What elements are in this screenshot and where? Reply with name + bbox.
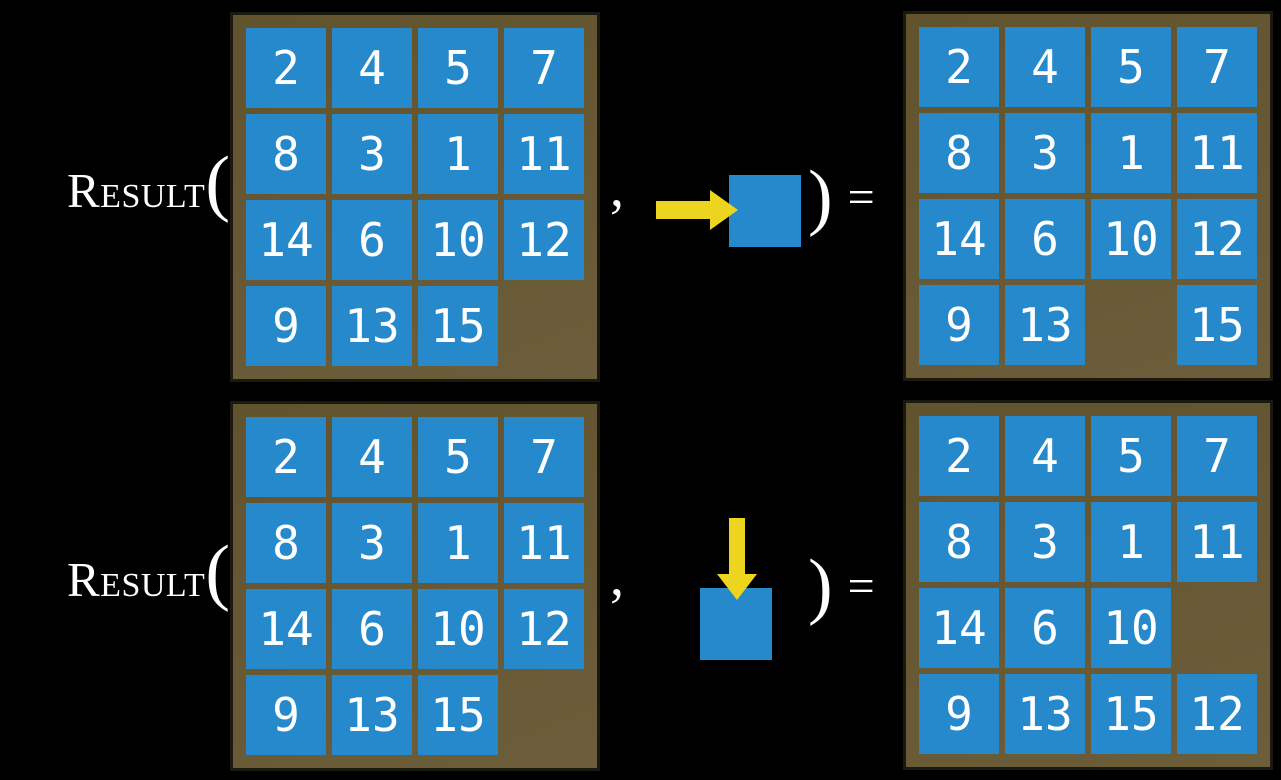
puzzle-tile-8: 8 bbox=[246, 114, 326, 194]
puzzle-tile-11: 11 bbox=[1177, 113, 1257, 193]
arrow-shaft bbox=[656, 201, 712, 219]
right-arrow-icon bbox=[656, 190, 738, 230]
puzzle-tile-6: 6 bbox=[332, 589, 412, 669]
puzzle-tile-1: 1 bbox=[418, 503, 498, 583]
puzzle-tile-2: 2 bbox=[919, 416, 999, 496]
puzzle-tile-15: 15 bbox=[1177, 285, 1257, 365]
move-argument-tile bbox=[700, 588, 772, 660]
puzzle-tile-1: 1 bbox=[418, 114, 498, 194]
puzzle-tile-6: 6 bbox=[1005, 199, 1085, 279]
puzzle-tile-5: 5 bbox=[1091, 27, 1171, 107]
puzzle-tile-2: 2 bbox=[246, 417, 326, 497]
puzzle-tile-9: 9 bbox=[246, 286, 326, 366]
puzzle-tile-11: 11 bbox=[504, 114, 584, 194]
puzzle-tile-12: 12 bbox=[504, 200, 584, 280]
function-label: Result( bbox=[48, 531, 230, 613]
puzzle-tile-10: 10 bbox=[418, 589, 498, 669]
puzzle-tile-12: 12 bbox=[504, 589, 584, 669]
empty-cell bbox=[504, 675, 584, 755]
down-arrow-icon bbox=[717, 518, 757, 600]
puzzle-tile-7: 7 bbox=[1177, 416, 1257, 496]
puzzle-tile-14: 14 bbox=[246, 589, 326, 669]
puzzle-tile-3: 3 bbox=[1005, 113, 1085, 193]
puzzle-tile-11: 11 bbox=[504, 503, 584, 583]
puzzle-tile-8: 8 bbox=[919, 502, 999, 582]
puzzle-tile-5: 5 bbox=[418, 28, 498, 108]
close-paren-equals: ) = bbox=[808, 544, 875, 629]
close-paren: ) bbox=[808, 156, 833, 238]
puzzle-tile-13: 13 bbox=[1005, 674, 1085, 754]
puzzle-tile-4: 4 bbox=[1005, 27, 1085, 107]
close-paren: ) bbox=[808, 545, 833, 627]
puzzle-tile-12: 12 bbox=[1177, 674, 1257, 754]
puzzle-tile-14: 14 bbox=[246, 200, 326, 280]
puzzle-tile-13: 13 bbox=[332, 675, 412, 755]
equals-sign: = bbox=[847, 171, 875, 225]
puzzle-tile-4: 4 bbox=[332, 28, 412, 108]
argument-comma: , bbox=[610, 546, 624, 608]
puzzle-tile-2: 2 bbox=[919, 27, 999, 107]
move-argument-tile bbox=[729, 175, 801, 247]
puzzle-tile-8: 8 bbox=[246, 503, 326, 583]
close-paren-equals: ) = bbox=[808, 155, 875, 240]
puzzle-tile-7: 7 bbox=[504, 417, 584, 497]
puzzle-tile-4: 4 bbox=[1005, 416, 1085, 496]
puzzle-tile-3: 3 bbox=[332, 114, 412, 194]
open-paren: ( bbox=[205, 531, 230, 613]
puzzle-tile-5: 5 bbox=[1091, 416, 1171, 496]
puzzle-tile-1: 1 bbox=[1091, 502, 1171, 582]
argument-comma: , bbox=[610, 157, 624, 219]
puzzle-tile-7: 7 bbox=[1177, 27, 1257, 107]
puzzle-tile-9: 9 bbox=[919, 285, 999, 365]
puzzle-tile-15: 15 bbox=[1091, 674, 1171, 754]
puzzle-tile-14: 14 bbox=[919, 199, 999, 279]
puzzle-tile-8: 8 bbox=[919, 113, 999, 193]
puzzle-tile-6: 6 bbox=[332, 200, 412, 280]
puzzle-tile-4: 4 bbox=[332, 417, 412, 497]
puzzle-tile-14: 14 bbox=[919, 588, 999, 668]
puzzle-tile-6: 6 bbox=[1005, 588, 1085, 668]
empty-cell bbox=[504, 286, 584, 366]
function-label: Result( bbox=[48, 142, 230, 224]
puzzle-tile-9: 9 bbox=[246, 675, 326, 755]
empty-cell bbox=[1091, 285, 1171, 365]
puzzle-tile-7: 7 bbox=[504, 28, 584, 108]
open-paren: ( bbox=[205, 142, 230, 224]
puzzle-tile-3: 3 bbox=[332, 503, 412, 583]
puzzle-tile-2: 2 bbox=[246, 28, 326, 108]
function-name-text: Result bbox=[67, 552, 206, 607]
puzzle-tile-3: 3 bbox=[1005, 502, 1085, 582]
puzzle-tile-9: 9 bbox=[919, 674, 999, 754]
puzzle-tile-15: 15 bbox=[418, 675, 498, 755]
arrow-head bbox=[717, 574, 757, 600]
arrow-shaft bbox=[729, 518, 745, 576]
puzzle-tile-10: 10 bbox=[1091, 588, 1171, 668]
function-name-text: Result bbox=[67, 163, 206, 218]
puzzle-tile-13: 13 bbox=[1005, 285, 1085, 365]
equals-sign: = bbox=[847, 560, 875, 614]
puzzle-tile-10: 10 bbox=[1091, 199, 1171, 279]
empty-cell bbox=[1177, 588, 1257, 668]
puzzle-tile-10: 10 bbox=[418, 200, 498, 280]
puzzle-tile-5: 5 bbox=[418, 417, 498, 497]
puzzle-tile-12: 12 bbox=[1177, 199, 1257, 279]
puzzle-tile-15: 15 bbox=[418, 286, 498, 366]
puzzle-tile-1: 1 bbox=[1091, 113, 1171, 193]
puzzle-tile-13: 13 bbox=[332, 286, 412, 366]
puzzle-tile-11: 11 bbox=[1177, 502, 1257, 582]
arrow-head bbox=[710, 190, 738, 230]
